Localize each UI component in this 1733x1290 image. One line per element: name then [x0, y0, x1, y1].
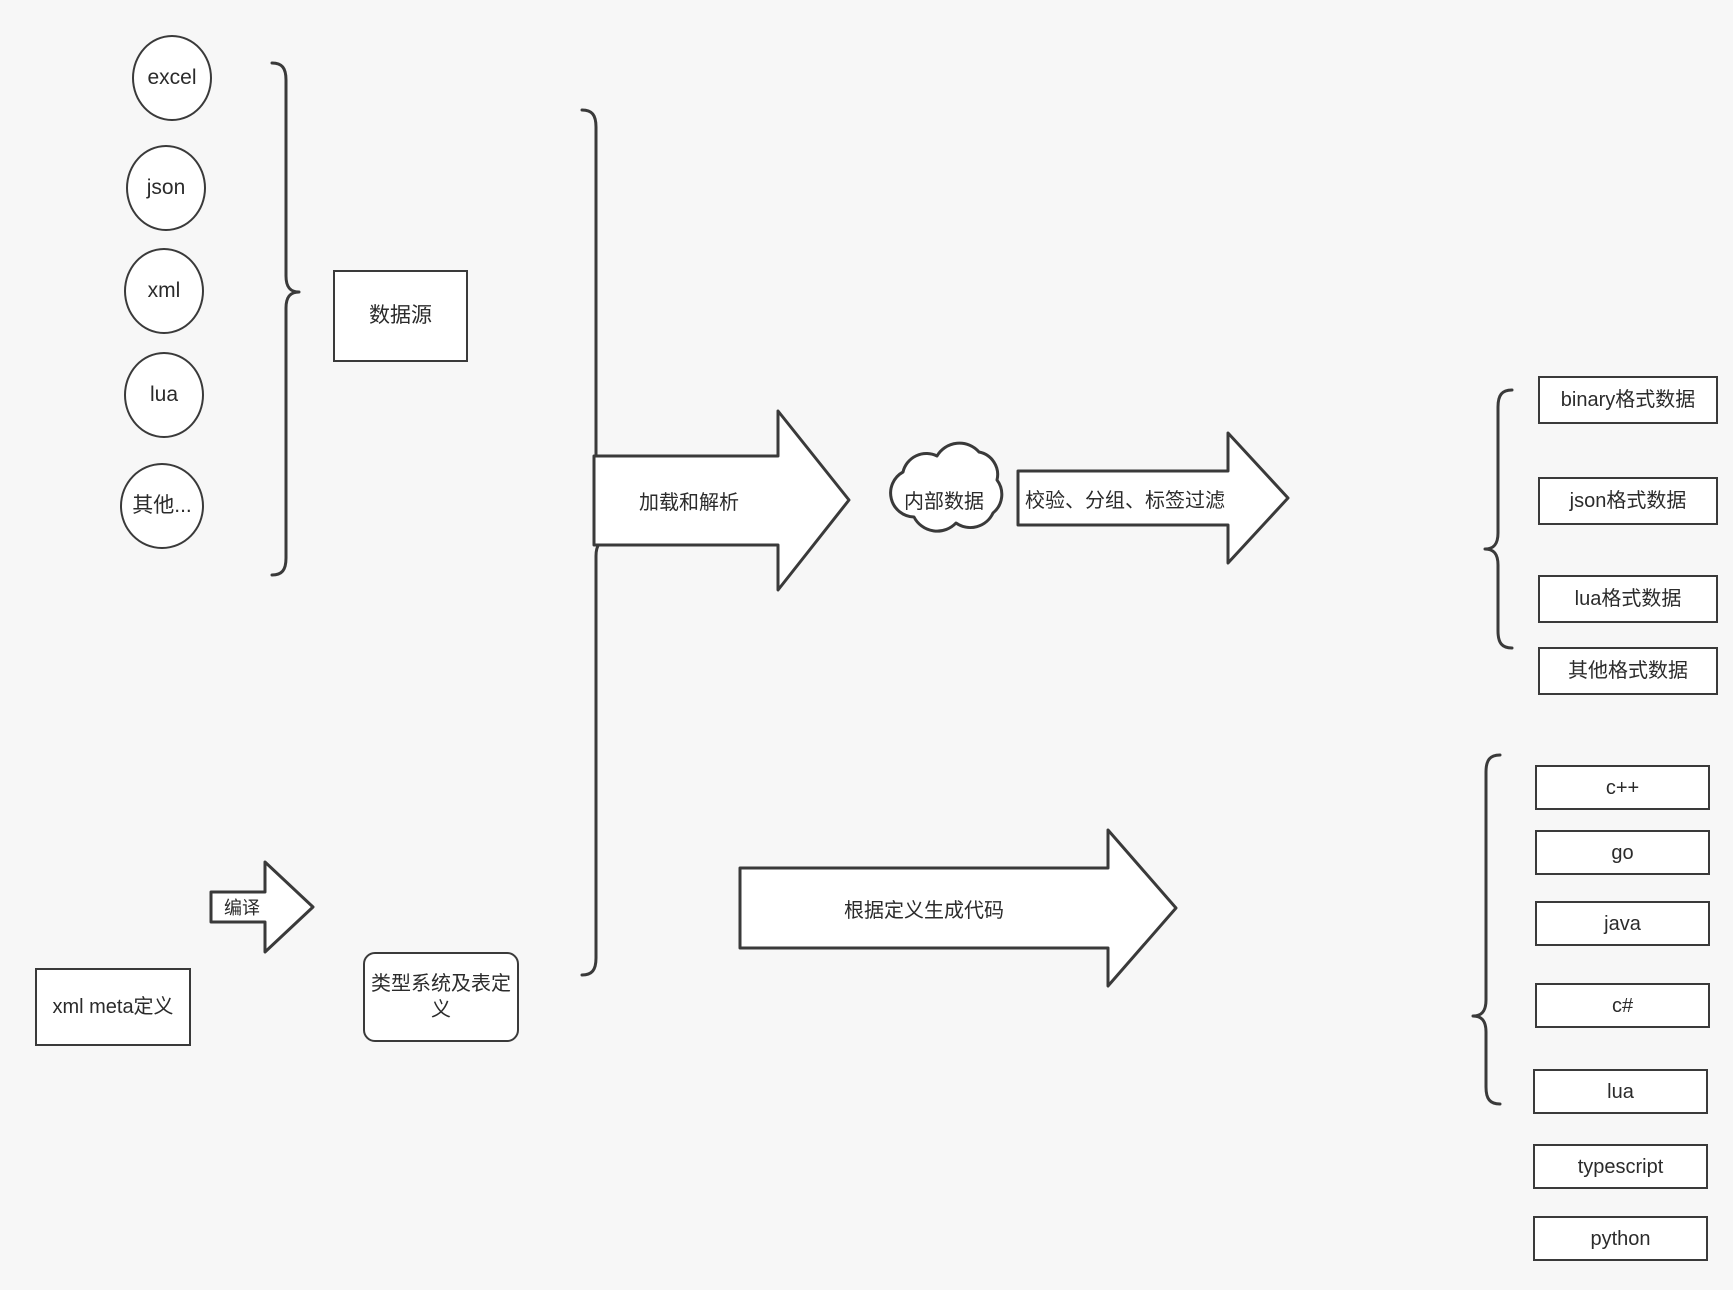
source-ellipse-json[interactable]: json — [126, 145, 206, 231]
source-ellipse-xml[interactable]: xml — [124, 248, 204, 334]
language-box-label: typescript — [1577, 1155, 1664, 1178]
validate-filter-arrow-label: 校验、分组、标签过滤 — [1018, 478, 1232, 518]
source-ellipse-label: xml — [147, 279, 181, 303]
language-box-label: lua — [1607, 1080, 1634, 1103]
output-box-label: 其他格式数据 — [1568, 660, 1688, 682]
source-group-brace — [270, 61, 301, 577]
compile-arrow-label: 编译 — [215, 892, 269, 922]
codegen-text: 根据定义生成代码 — [844, 899, 1004, 922]
output-box-binary[interactable]: binary格式数据 — [1538, 376, 1718, 424]
main-group-brace — [580, 108, 611, 977]
language-box-label: python — [1590, 1227, 1651, 1250]
output-box-other[interactable]: 其他格式数据 — [1538, 647, 1718, 695]
source-ellipse-label: lua — [149, 383, 179, 407]
output-group-brace — [1483, 388, 1514, 650]
language-box-go[interactable]: go — [1535, 830, 1710, 875]
codegen-group-brace — [1471, 753, 1502, 1106]
language-box-lua[interactable]: lua — [1533, 1069, 1708, 1114]
language-box-csharp[interactable]: c# — [1535, 983, 1710, 1028]
language-box-label: c++ — [1605, 776, 1640, 799]
xml-meta-label: xml meta定义 — [52, 996, 174, 1018]
data-source-box[interactable]: 数据源 — [333, 270, 468, 362]
language-box-label: go — [1611, 841, 1634, 864]
language-box-typescript[interactable]: typescript — [1533, 1144, 1708, 1189]
source-ellipse-lua[interactable]: lua — [124, 352, 204, 438]
type-system-label: 类型系统及表定义 — [371, 973, 511, 1021]
codegen-arrow-label: 根据定义生成代码 — [740, 888, 1108, 928]
load-parse-text: 加载和解析 — [639, 492, 739, 514]
language-box-java[interactable]: java — [1535, 901, 1710, 946]
source-ellipse-label: excel — [147, 66, 197, 90]
compile-text: 编译 — [224, 898, 260, 918]
data-source-label: 数据源 — [369, 304, 432, 328]
language-box-cpp[interactable]: c++ — [1535, 765, 1710, 810]
source-ellipse-label: 其他... — [132, 494, 192, 518]
source-ellipse-excel[interactable]: excel — [132, 35, 212, 121]
internal-data-text: 内部数据 — [904, 490, 984, 513]
validate-filter-text: 校验、分组、标签过滤 — [1025, 489, 1225, 512]
language-box-label: c# — [1611, 994, 1634, 1017]
output-box-lua[interactable]: lua格式数据 — [1538, 575, 1718, 623]
language-box-label: java — [1604, 912, 1641, 935]
source-ellipse-other[interactable]: 其他... — [120, 463, 204, 549]
internal-data-label: 内部数据 — [888, 478, 1000, 520]
output-box-json[interactable]: json格式数据 — [1538, 477, 1718, 525]
type-system-box[interactable]: 类型系统及表定义 — [363, 952, 519, 1042]
source-ellipse-label: json — [146, 176, 186, 200]
xml-meta-box[interactable]: xml meta定义 — [35, 968, 191, 1046]
output-box-label: lua格式数据 — [1574, 588, 1682, 610]
output-box-label: binary格式数据 — [1560, 389, 1696, 411]
language-box-python[interactable]: python — [1533, 1216, 1708, 1261]
output-box-label: json格式数据 — [1569, 490, 1687, 512]
load-parse-arrow-label: 加载和解析 — [594, 478, 784, 523]
